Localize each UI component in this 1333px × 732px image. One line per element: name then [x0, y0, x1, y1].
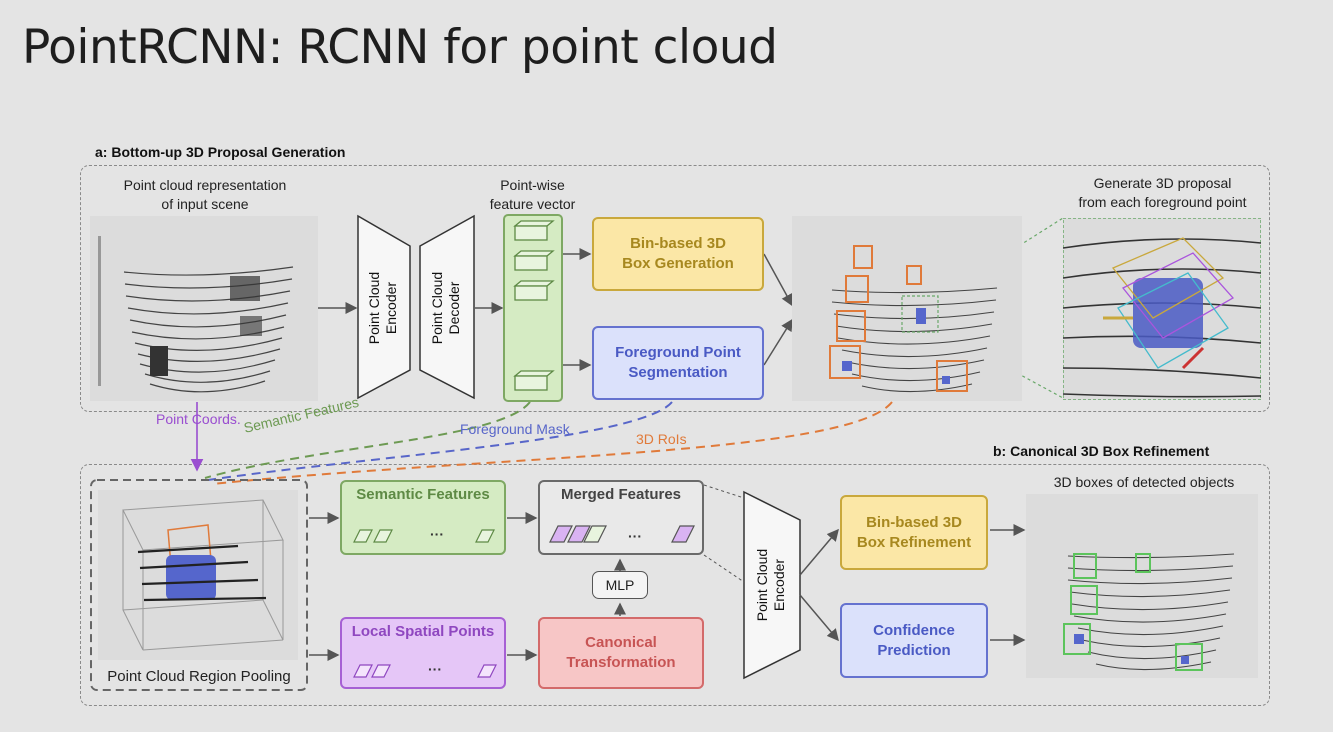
rois-label: 3D RoIs — [636, 431, 687, 447]
spatial-dots: ··· — [428, 661, 442, 677]
proposal-caption: Generate 3D proposal from each foregroun… — [1078, 175, 1247, 210]
semantic-features-box: Semantic Features ··· — [340, 480, 506, 555]
panel-a — [80, 165, 1270, 412]
panel-b — [80, 464, 1270, 706]
merged-features-box: Merged Features ··· — [538, 480, 704, 555]
decoder-shape — [419, 214, 475, 400]
detected-objects-image — [1026, 494, 1258, 678]
region-pooling-caption: Point Cloud Region Pooling — [107, 668, 291, 685]
encoder-b-shape — [743, 490, 801, 680]
encoder-shape — [357, 214, 411, 400]
spatial-point-cubes — [353, 664, 497, 678]
region-pooling-image — [98, 490, 298, 660]
encoder-b-label: Point Cloud Encoder — [754, 548, 787, 622]
input-scene-caption: Point cloud representation of input scen… — [123, 177, 287, 212]
section-a-title: a: Bottom-up 3D Proposal Generation — [95, 144, 346, 160]
detected-objects-caption: 3D boxes of detected objects — [1053, 474, 1235, 490]
proposal-scene-image — [792, 216, 1022, 401]
mlp-box: MLP — [592, 571, 648, 599]
merged-feature-cubes — [549, 525, 695, 543]
semantic-feature-cubes — [353, 529, 495, 543]
pointwise-feature-column — [503, 214, 563, 402]
zoomed-proposal-image — [1063, 218, 1261, 400]
local-spatial-box: Local Spatial Points ··· — [340, 617, 506, 689]
input-point-cloud-image — [90, 216, 318, 401]
feature-vector-caption: Point-wise feature vector — [489, 177, 576, 212]
section-b-title: b: Canonical 3D Box Refinement — [993, 443, 1210, 459]
foreground-mask-label: Foreground Mask — [460, 421, 570, 437]
decoder-label: Point Cloud Decoder — [429, 271, 462, 345]
merged-dots: ··· — [628, 528, 642, 544]
slide-title: PointRCNN: RCNN for point cloud — [22, 20, 778, 75]
encoder-label: Point Cloud Encoder — [366, 271, 399, 345]
point-coords-label: Point Coords. — [156, 411, 241, 427]
semantic-dots: ··· — [430, 526, 444, 542]
